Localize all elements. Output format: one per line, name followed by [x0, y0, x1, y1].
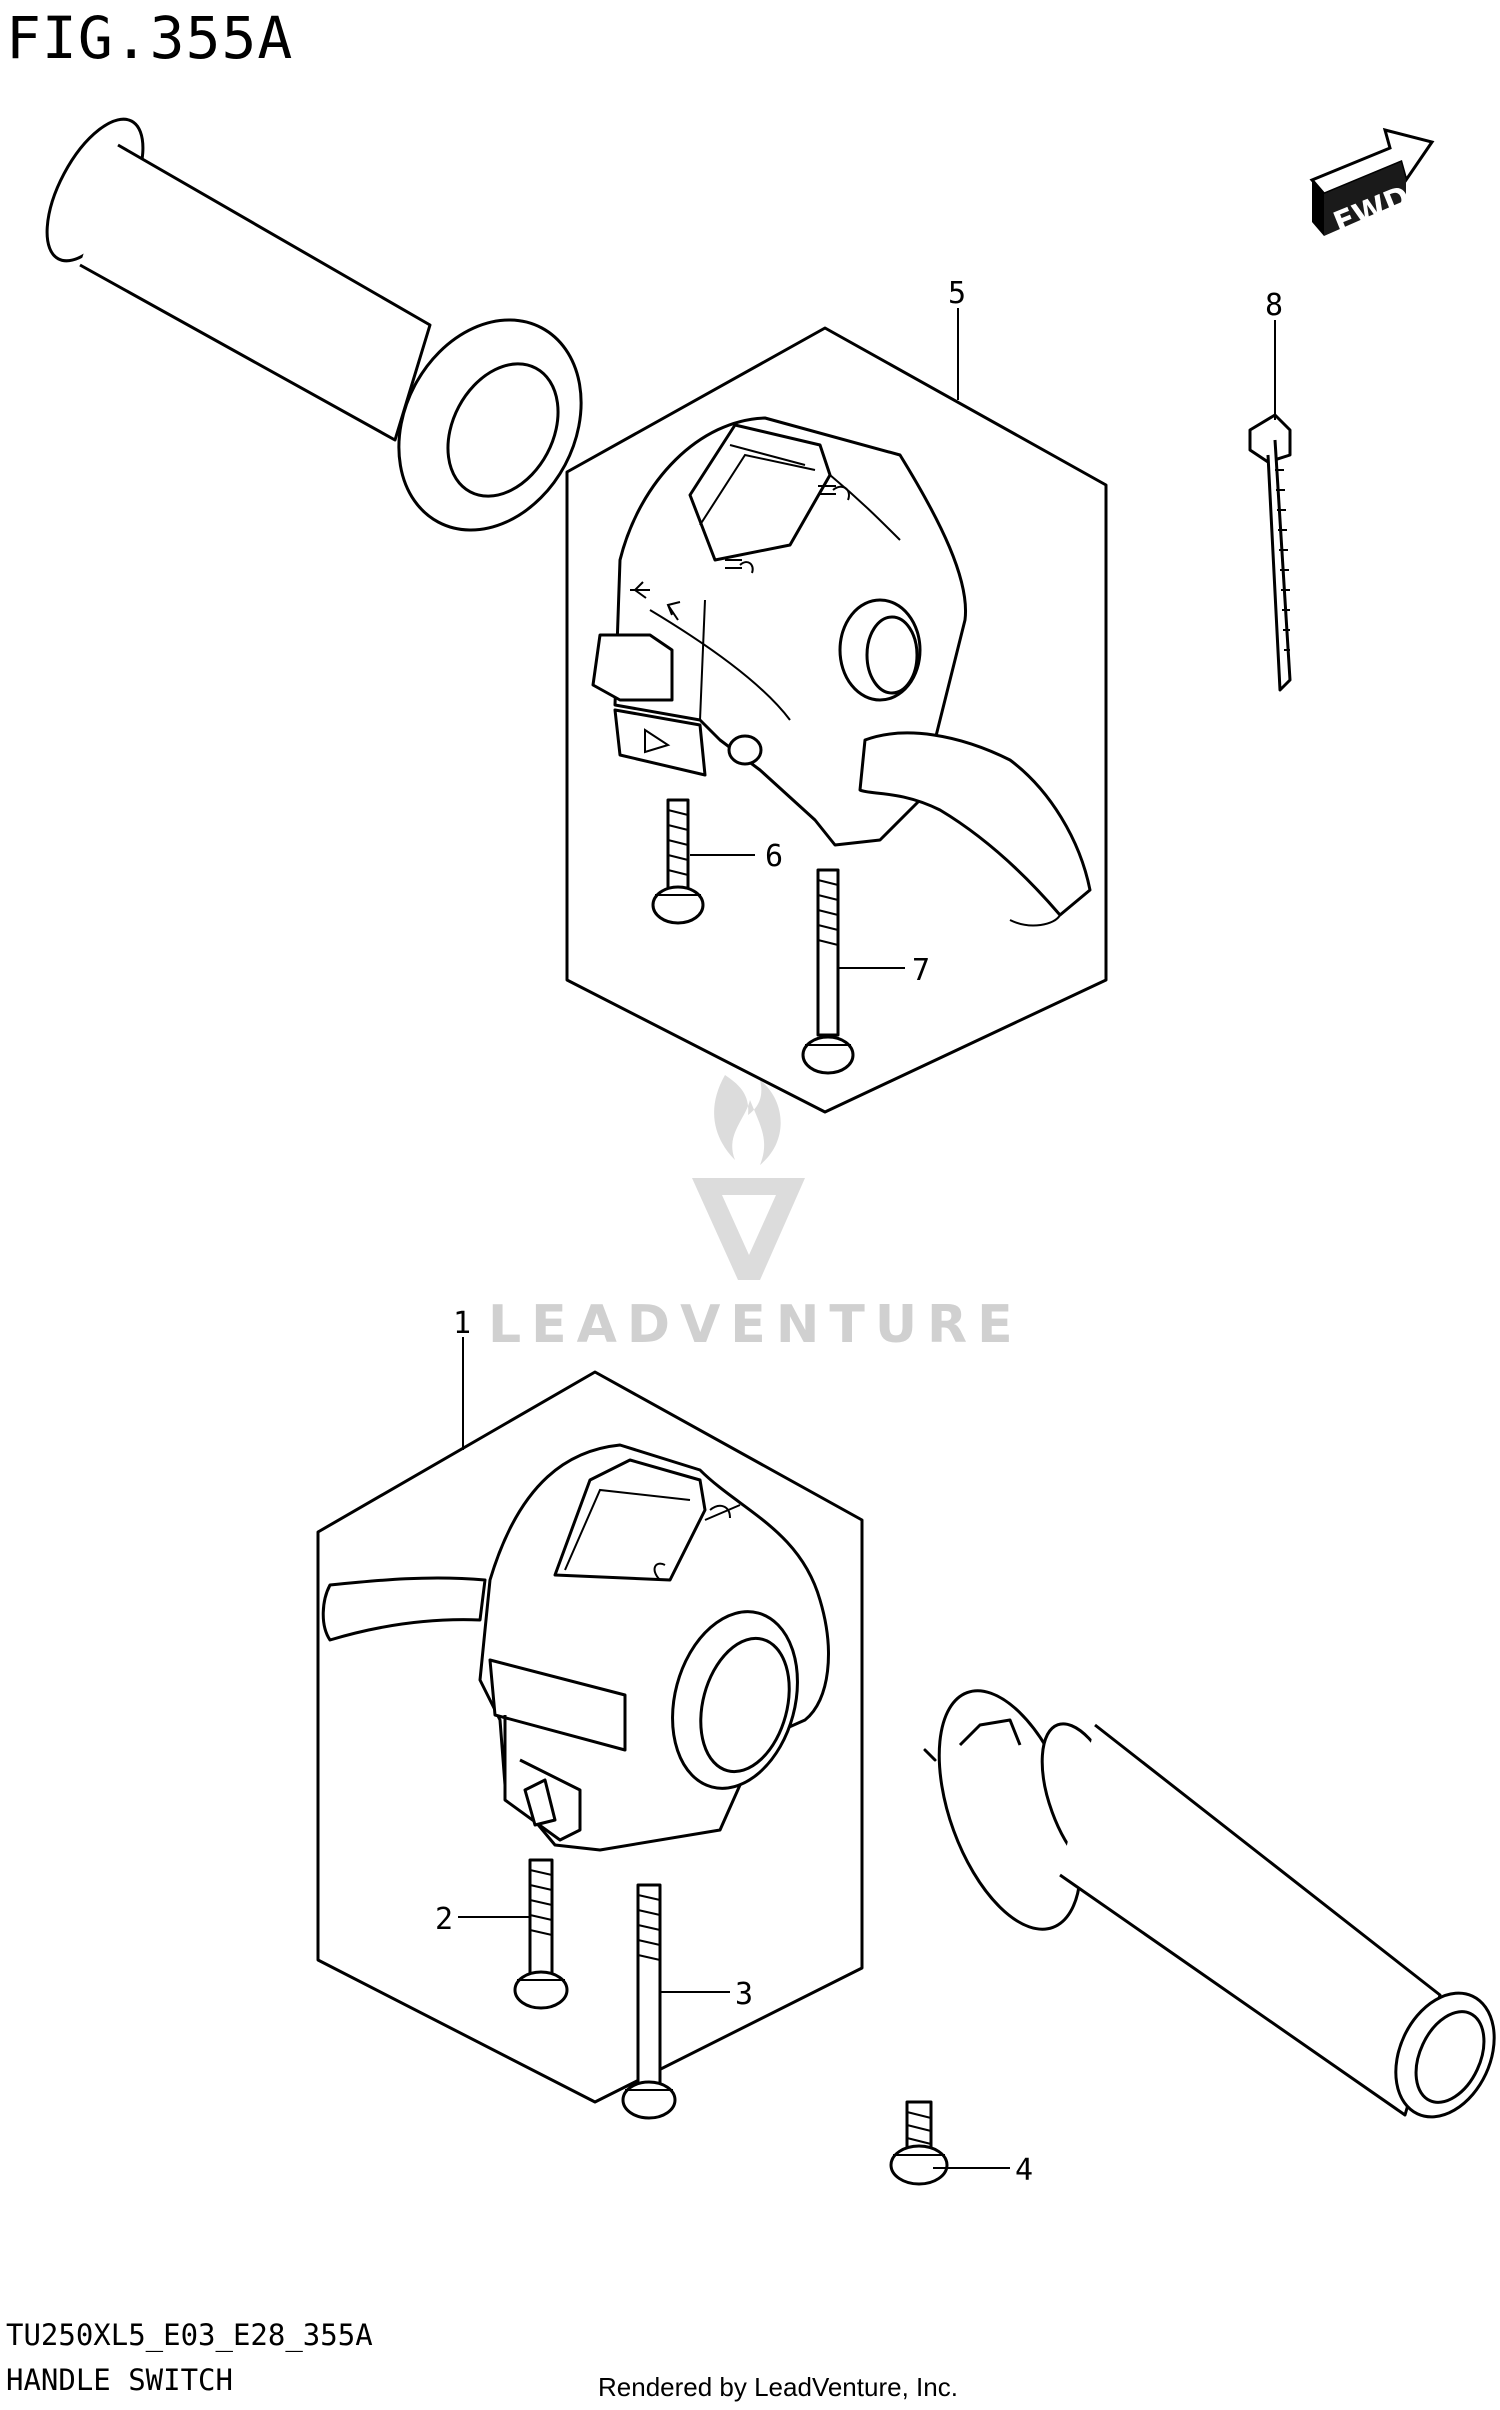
cable-tie-8 — [1248, 413, 1292, 692]
callout-1: 1 — [453, 1306, 471, 1341]
callout-5: 5 — [948, 276, 966, 311]
callout-2: 2 — [435, 1902, 453, 1937]
callout-7: 7 — [912, 953, 930, 988]
v-logo-icon — [692, 1178, 805, 1280]
headlight-icon — [725, 559, 754, 574]
diagram-code: TU250XL5_E03_E28_355A — [6, 2318, 373, 2352]
leader-lines — [458, 308, 1276, 2169]
callout-8: 8 — [1265, 288, 1283, 323]
turn-right-icon — [666, 601, 681, 621]
screw-3 — [621, 1883, 677, 2120]
fwd-arrow: FWD — [1309, 127, 1435, 241]
switch-assembly-1-outline — [316, 1370, 864, 2104]
screw-4 — [889, 2100, 949, 2186]
watermark-text: LEADVENTURE — [488, 1295, 1023, 1355]
right-grip — [923, 1689, 1496, 2119]
switch-assembly-5-outline — [565, 326, 1108, 1114]
callout-4: 4 — [1015, 2153, 1033, 2188]
callout-3: 3 — [735, 1977, 753, 2012]
screw-6 — [651, 798, 705, 925]
left-handle-switch-body — [591, 416, 1092, 927]
engine-stop-icon — [704, 1504, 741, 1521]
flame-logo-icon — [714, 1075, 781, 1165]
rendered-by-credit: Rendered by LeadVenture, Inc. — [598, 2372, 958, 2402]
screw-2 — [513, 1858, 569, 2010]
start-icon — [653, 1562, 666, 1581]
diagram-name: HANDLE SWITCH — [6, 2363, 233, 2397]
figure-title: FIG.355A — [6, 4, 294, 72]
leadventure-watermark: LEADVENTURE — [488, 1075, 1023, 1355]
start-button — [523, 1778, 557, 1827]
callout-6: 6 — [765, 839, 783, 874]
turn-left-icon — [630, 581, 650, 599]
screw-7 — [801, 868, 855, 1075]
dimmer-knob — [591, 633, 674, 702]
high-beam-icon — [818, 485, 850, 501]
throttle-cable-stub — [321, 1576, 487, 1642]
right-handle-switch-body — [321, 1443, 830, 1852]
left-grip — [45, 117, 583, 532]
clutch-lever — [858, 731, 1092, 917]
